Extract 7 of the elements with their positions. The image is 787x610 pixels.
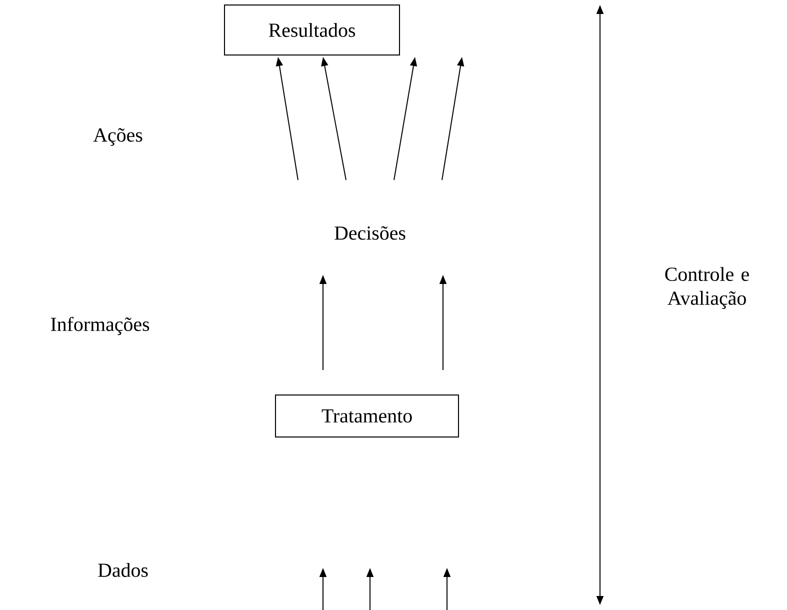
label: Controle e Avaliação [665,267,749,309]
label: Informações [50,316,150,336]
process-box: Tratamento [275,394,459,438]
decision-text: Decisões [334,226,406,240]
label: Dados [98,562,148,577]
label: Ações [93,128,142,146]
result-box: Resultados [224,4,400,56]
